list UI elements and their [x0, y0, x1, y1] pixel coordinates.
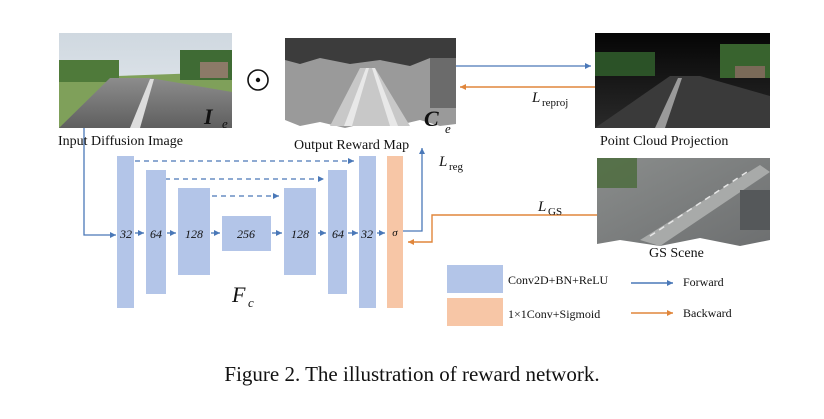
point-cloud-label: Point Cloud Projection: [600, 134, 729, 149]
gs-scene-image: [597, 158, 770, 246]
legend-forward-label: Forward: [683, 275, 724, 289]
loss-reg-symbol: L: [438, 154, 447, 170]
encoder-block-64: [146, 170, 166, 294]
input-image-symbol-text: I: [203, 104, 214, 129]
legend: [447, 265, 673, 326]
block-label: 32: [119, 227, 132, 241]
block-label: 32: [360, 227, 373, 241]
network-symbol: F: [231, 282, 246, 307]
decoder-block-32: [359, 156, 376, 308]
sigma-label: σ: [392, 227, 398, 239]
backward-edges: [408, 84, 597, 245]
unet-blocks: [117, 156, 403, 308]
bottleneck-block-256: [222, 216, 271, 251]
hadamard-symbol-text: ⊙: [258, 83, 259, 85]
skip-connections: [126, 158, 354, 199]
gs-scene-label: GS Scene: [649, 246, 704, 261]
output-reward-map: [285, 38, 456, 128]
legend-sigmoid-label: 1×1Conv+Sigmoid: [508, 307, 600, 321]
input-diffusion-image: [59, 33, 232, 128]
loss-gs-subscript: GS: [548, 206, 562, 218]
reward-map-label: Output Reward Map: [294, 138, 410, 153]
decoder-block-64: [328, 170, 347, 294]
legend-conv-label: Conv2D+BN+ReLU: [508, 273, 609, 287]
reward-map-symbol-text: C: [424, 106, 439, 131]
forward-edges: [83, 63, 591, 238]
figure-caption: Figure 2. The illustration of reward net…: [224, 362, 600, 386]
network-subscript: c: [248, 295, 254, 310]
block-label: 64: [150, 227, 162, 241]
input-image-label: Input Diffusion Image: [58, 134, 183, 149]
encoder-block-128: [178, 188, 210, 275]
block-label: 128: [185, 227, 203, 241]
block-label: 256: [237, 227, 255, 241]
loss-reproj-symbol: L: [531, 90, 540, 106]
point-cloud-projection-image: [595, 33, 770, 128]
loss-reg-subscript: reg: [449, 161, 464, 173]
legend-sigmoid-swatch: [447, 298, 503, 326]
decoder-block-128: [284, 188, 316, 275]
block-label: 128: [291, 227, 309, 241]
encoder-block-32: [117, 156, 134, 308]
loss-reproj-subscript: reproj: [542, 97, 568, 109]
loss-gs-symbol: L: [537, 199, 546, 215]
input-image-subscript: e: [222, 116, 228, 131]
block-label: 64: [332, 227, 344, 241]
legend-conv-swatch: [447, 265, 503, 293]
legend-backward-label: Backward: [683, 306, 732, 320]
reward-map-subscript: e: [445, 121, 451, 136]
sigmoid-block: [387, 156, 403, 308]
hadamard-product-operator: [247, 69, 269, 91]
